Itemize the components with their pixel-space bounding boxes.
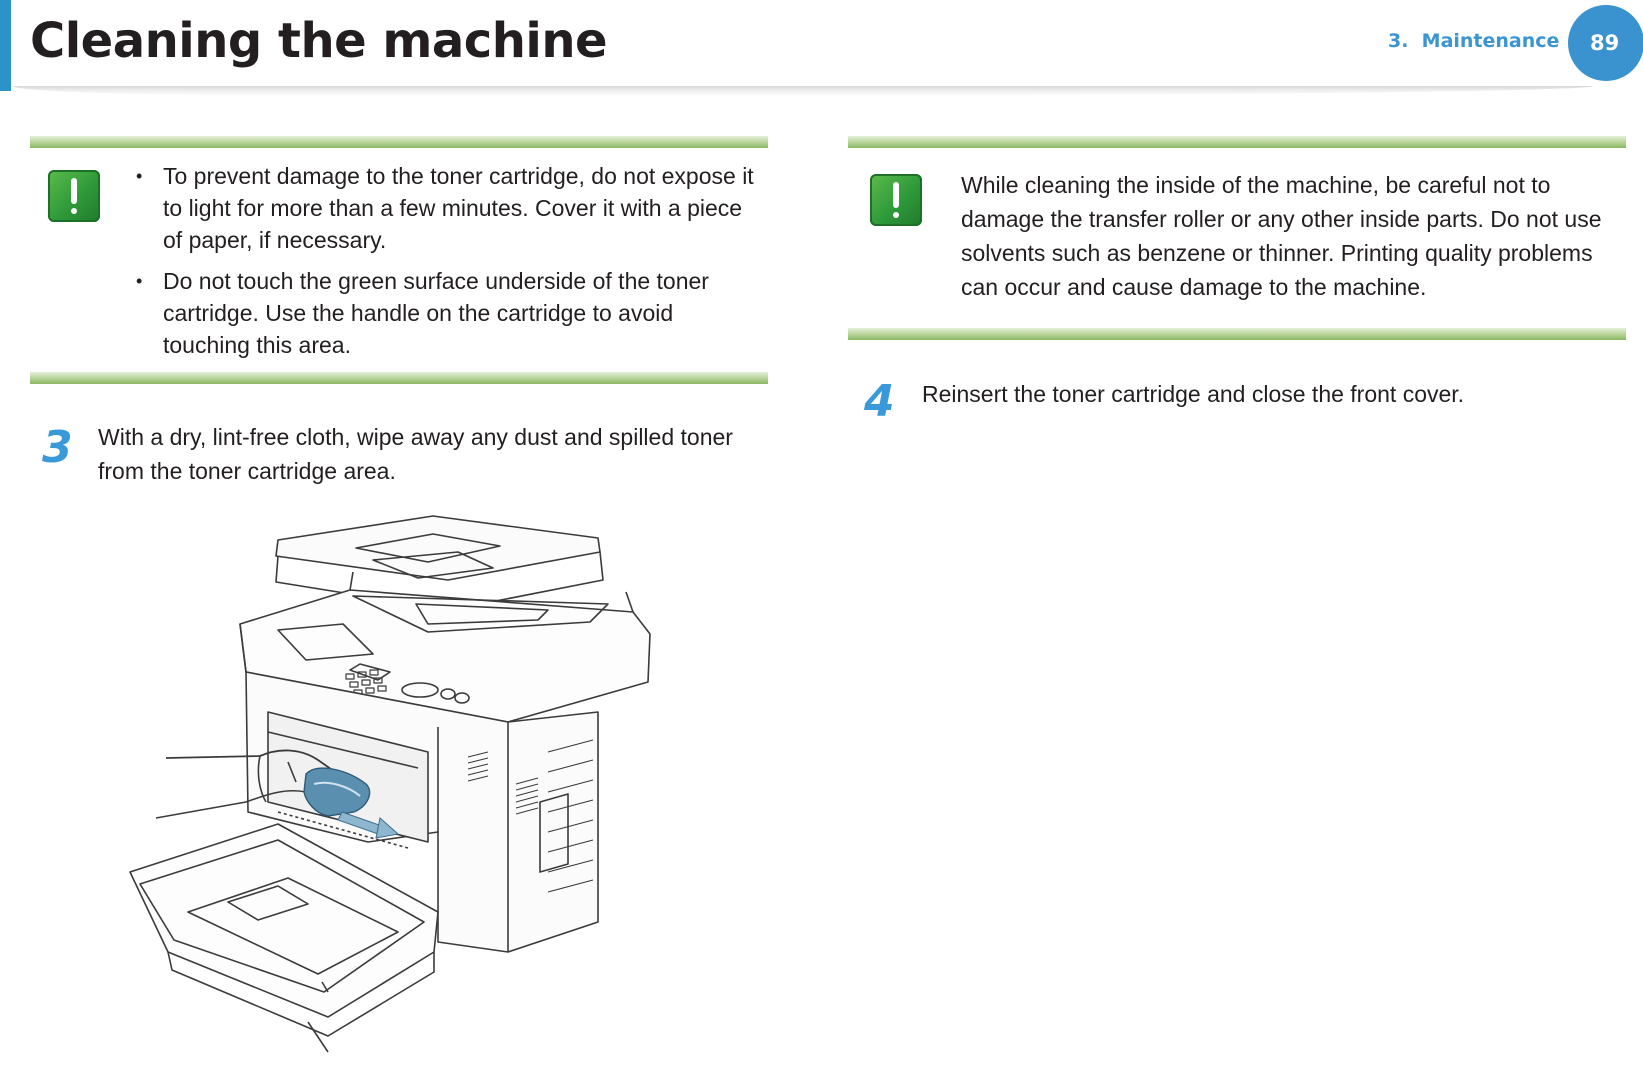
step-number: 4 bbox=[864, 376, 895, 427]
header-accent-stripe bbox=[0, 0, 11, 91]
note-bullet-item: To prevent damage to the toner cartridge… bbox=[126, 160, 766, 256]
page-number-badge: 89 bbox=[1568, 5, 1643, 81]
chapter-label: 3. Maintenance bbox=[1388, 30, 1560, 52]
printer-cleaning-illustration bbox=[129, 515, 651, 1053]
page-title: Cleaning the machine bbox=[30, 13, 608, 69]
right-note-top-bar bbox=[848, 136, 1626, 148]
step-text: Reinsert the toner cartridge and close t… bbox=[922, 381, 1465, 407]
note-bullet-item: Do not touch the green surface underside… bbox=[126, 265, 766, 361]
right-note-text: While cleaning the inside of the machine… bbox=[961, 172, 1602, 300]
step-text: With a dry, lint-free cloth, wipe away a… bbox=[98, 424, 733, 484]
header-divider bbox=[13, 86, 1593, 96]
step-number: 3 bbox=[42, 422, 73, 473]
warning-exclamation-icon bbox=[48, 170, 100, 222]
left-note-bottom-bar bbox=[30, 372, 768, 384]
left-note-top-bar bbox=[30, 136, 768, 148]
warning-exclamation-icon bbox=[870, 174, 922, 226]
right-note-bottom-bar bbox=[848, 328, 1626, 340]
left-note-bullets: To prevent damage to the toner cartridge… bbox=[126, 160, 766, 370]
